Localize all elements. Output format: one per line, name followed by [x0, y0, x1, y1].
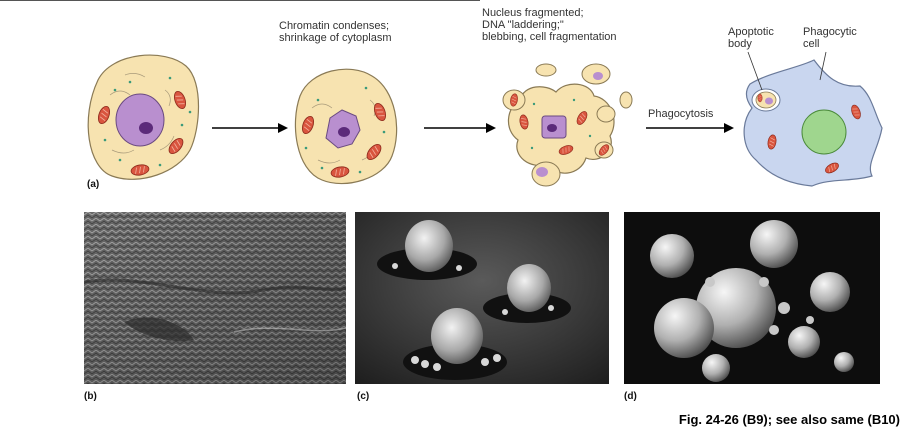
- caption-stage2: Chromatin condenses; shrinkage of cytopl…: [279, 20, 392, 44]
- caption-phagocytosis: Phagocytosis: [648, 108, 714, 120]
- normal-cell: [87, 54, 200, 180]
- caption-stage3: Nucleus fragmented; DNA "laddering;" ble…: [482, 7, 617, 43]
- panel-label-c: (c): [357, 391, 370, 402]
- caption-phagocytic-cell: Phagocytic cell: [803, 26, 857, 50]
- figure-reference: Fig. 24-26 (B9); see also same (B10): [678, 412, 900, 427]
- phagocytic-cell: [743, 51, 883, 187]
- fragmenting-cell: [502, 63, 633, 187]
- apoptosis-schematic: [87, 51, 883, 187]
- panel-label-b: (b): [84, 391, 97, 402]
- caption-apoptotic-body: Apoptotic body: [728, 26, 774, 50]
- micrograph-b: [84, 212, 346, 384]
- panel-label-a: (a): [87, 179, 100, 190]
- arrow-2: [424, 123, 496, 133]
- micrograph-d: [624, 212, 880, 384]
- top-rule: [0, 0, 480, 1]
- panel-label-d: (d): [624, 391, 637, 402]
- arrow-1: [212, 123, 288, 133]
- shrinking-cell: [294, 68, 398, 185]
- micrograph-c: [355, 212, 609, 384]
- arrow-3: [646, 123, 734, 133]
